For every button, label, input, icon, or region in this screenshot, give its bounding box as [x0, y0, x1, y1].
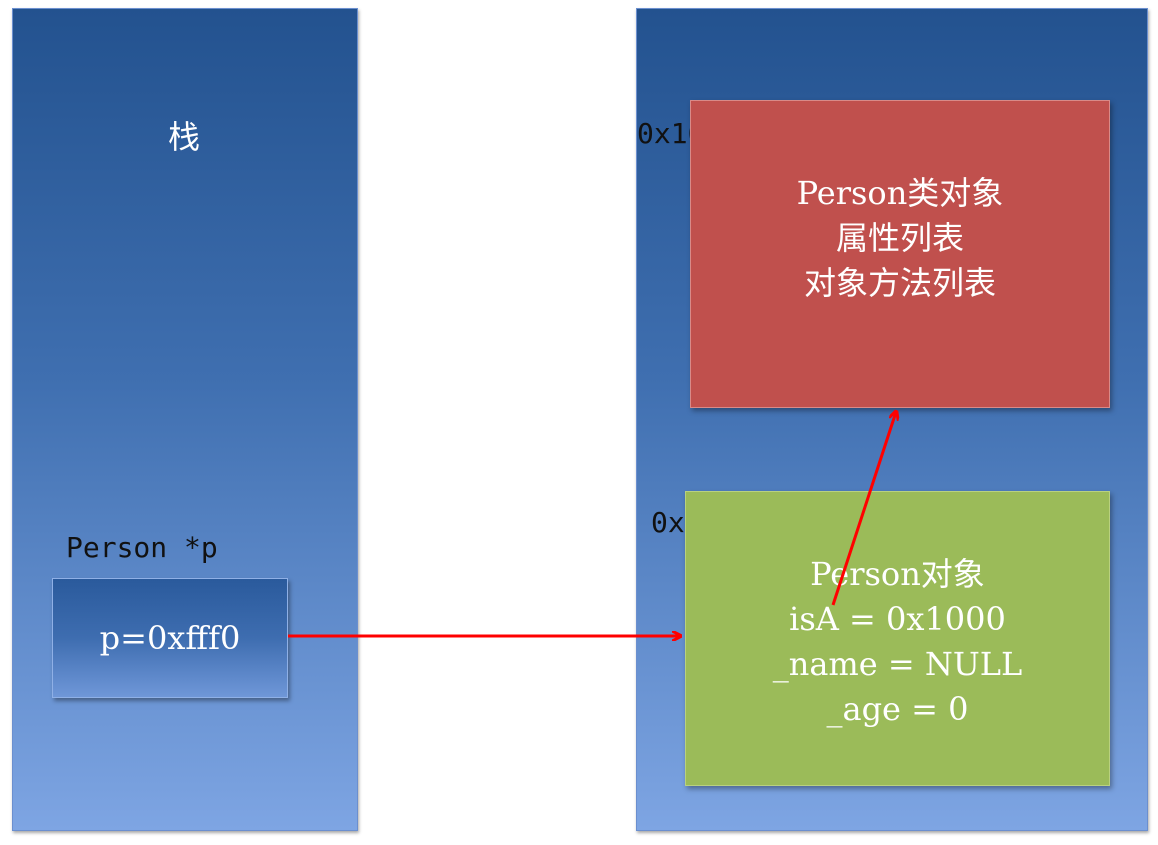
- pointer-variable-box: p=0xfff0: [52, 578, 288, 698]
- instance-object-box: Person对象 isA = 0x1000 _name = NULL _age …: [685, 491, 1110, 786]
- instance-isa-field: isA = 0x1000: [789, 600, 1006, 638]
- instance-name-field: _name = NULL: [772, 645, 1023, 683]
- pointer-variable-value: p=0xfff0: [99, 619, 241, 657]
- pointer-variable-label: Person *p: [66, 531, 218, 564]
- stack-title: 栈: [167, 118, 200, 156]
- instance-age-field: _age = 0: [826, 690, 969, 728]
- class-method-list: 对象方法列表: [803, 264, 996, 302]
- instance-object-title: Person对象: [810, 555, 985, 593]
- class-property-list: 属性列表: [835, 219, 964, 257]
- class-object-title: Person类对象: [796, 174, 1004, 212]
- class-object-box: Person类对象 属性列表 对象方法列表: [690, 100, 1110, 408]
